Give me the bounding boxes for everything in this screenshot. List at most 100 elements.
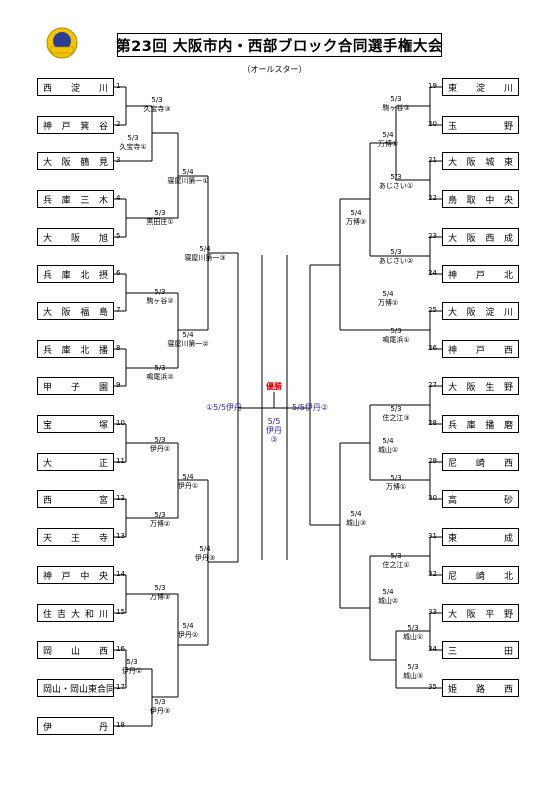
team-name-part: 阪 [466, 307, 476, 318]
team-box: 大阪城東 [442, 152, 519, 170]
team-name-part: 西 [503, 345, 513, 356]
team-name-part: 庫 [466, 420, 476, 431]
game-venue: 鳴尾浜② [146, 373, 174, 381]
team-box: 姫路西 [442, 679, 519, 697]
team-name-part: 大 [448, 157, 458, 168]
team-name-part: 伊 [43, 722, 53, 733]
team-box: 伊丹 [37, 717, 114, 735]
team-name-part: 神 [448, 345, 458, 356]
team-box: 神戸西 [442, 340, 519, 358]
game-date: 5/3 [127, 134, 139, 142]
team-number: 7 [116, 306, 121, 314]
game-date: 5/3 [390, 173, 402, 181]
team-name-part: 谷 [98, 121, 108, 132]
game-date: 5/3 [390, 95, 402, 103]
team-box: 三田 [442, 641, 519, 659]
team-number: 9 [116, 381, 121, 389]
team-name-part: 大 [43, 458, 53, 469]
team-name-part: 寺 [98, 533, 108, 544]
team-name-part: 山 [70, 646, 80, 657]
game-venue: 住之江③ [382, 414, 410, 422]
game-venue: 鳴尾浜① [382, 336, 410, 344]
game-date: 5/4 [382, 131, 394, 139]
team-number: 5 [116, 232, 121, 240]
team-name-part: 兵 [43, 195, 53, 206]
team-box: 高砂 [442, 490, 519, 508]
team-name-part: 阪 [61, 157, 71, 168]
team-name-part: 川 [503, 307, 513, 318]
game-date: 5/4 [182, 168, 194, 176]
team-name-part: 玉 [448, 121, 458, 132]
team-name-part: 大 [448, 609, 458, 620]
team-name-part: 大 [70, 609, 80, 620]
team-name-part: 甲 [43, 382, 53, 393]
game-date: 5/3 [154, 364, 166, 372]
team-name-part: 丹 [98, 722, 108, 733]
game-date: 5/3 [126, 658, 138, 666]
team-name-part: 北 [503, 571, 513, 582]
game-venue: 城山③ [345, 519, 367, 527]
game-venue: 寝屋川第一② [167, 340, 209, 348]
team-name-part: 崎 [475, 458, 485, 469]
game-date: 5/3 [154, 698, 166, 706]
team-box: 鳥取中央 [442, 190, 519, 208]
team-box: 兵庫三木 [37, 190, 114, 208]
team-name-part: 磨 [503, 420, 513, 431]
team-number: 4 [116, 194, 121, 202]
team-name-part: 吉 [56, 609, 66, 620]
team-name-part: 崎 [475, 571, 485, 582]
tournament-logo [46, 27, 78, 59]
team-box: 東淀川 [442, 78, 519, 96]
game-venue: 城山① [377, 446, 399, 454]
game-date: 5/3 [390, 474, 402, 482]
team-box: 西宮 [37, 490, 114, 508]
team-name-part: 兵 [448, 420, 458, 431]
team-name-part: 戸 [61, 571, 71, 582]
team-box: 兵庫北播 [37, 340, 114, 358]
game-venue: 城山③ [402, 672, 424, 680]
team-name-part: 阪 [61, 307, 71, 318]
team-box: 大阪旭 [37, 228, 114, 246]
team-name-part: 阪 [466, 609, 476, 620]
team-box: 兵庫北摂 [37, 265, 114, 283]
team-name-part: 園 [98, 382, 108, 393]
team-name-part: 大 [448, 307, 458, 318]
team-number: 32 [428, 570, 437, 578]
game-date: 5/3 [390, 552, 402, 560]
team-number: 12 [116, 494, 125, 502]
team-number: 16 [116, 645, 125, 653]
team-name-part: 和 [84, 609, 94, 620]
game-venue: 久宝寺① [119, 143, 147, 151]
final-game: ③ [270, 435, 278, 444]
game-date: 5/4 [182, 473, 194, 481]
team-name-part: 淀 [475, 83, 485, 94]
team-number: 21 [428, 156, 437, 164]
team-box: 神戸北 [442, 265, 519, 283]
team-name-part: 野 [503, 121, 513, 132]
game-venue: 寝屋川第一① [167, 177, 209, 185]
game-venue: 伊丹① [177, 482, 199, 490]
team-box: 玉野 [442, 116, 519, 134]
team-name-part: 中 [485, 195, 495, 206]
team-number: 34 [428, 645, 437, 653]
team-name-part: 高 [448, 495, 458, 506]
team-name-part: 平 [485, 609, 495, 620]
team-number: 11 [116, 457, 125, 465]
game-date: 5/4 [182, 622, 194, 630]
team-box: 大阪西成 [442, 228, 519, 246]
final-date: 5/5 [267, 417, 281, 426]
team-name-part: 川 [98, 609, 108, 620]
game-date: 5/4 [199, 545, 211, 553]
team-name-part: 野 [503, 382, 513, 393]
game-date: 5/3 [154, 288, 166, 296]
game-venue: 伊丹③ [149, 707, 171, 715]
team-box: 神戸中央 [37, 566, 114, 584]
team-name-part: 播 [485, 420, 495, 431]
team-box: 尼崎西 [442, 453, 519, 471]
game-date: 5/3 [154, 511, 166, 519]
team-name-part: 西 [43, 495, 53, 506]
team-name-part: 岡 [43, 646, 53, 657]
game-venue: あじさい② [378, 257, 414, 265]
game-date: 5/3 [407, 624, 419, 632]
semifinal-right-label: 5/5伊丹② [292, 403, 329, 412]
